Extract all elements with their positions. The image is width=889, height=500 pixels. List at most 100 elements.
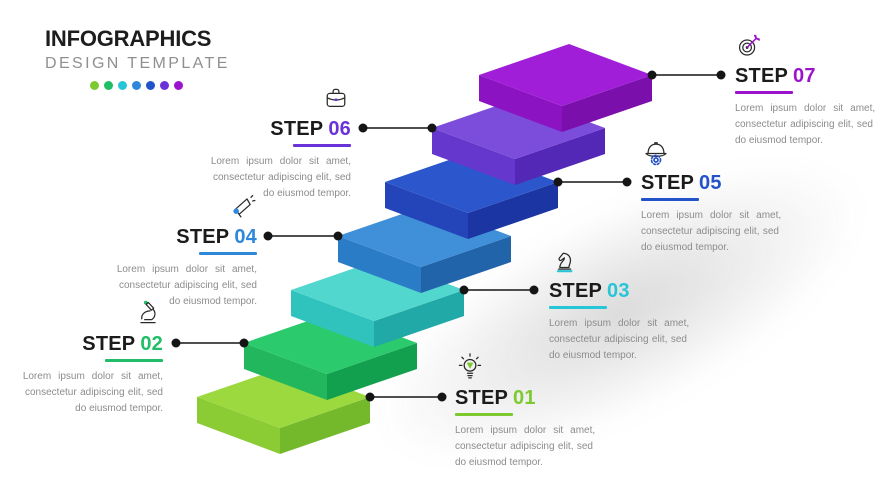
lorem-line: Lorem ipsum dolor sit amet, bbox=[116, 264, 257, 275]
slab-left-face bbox=[479, 75, 562, 132]
slab-left-face bbox=[197, 397, 280, 454]
palette-dot bbox=[104, 81, 113, 90]
step-description: Lorem ipsum dolor sit amet, consectetur … bbox=[549, 316, 707, 363]
connector-dot bbox=[553, 177, 563, 187]
page-subtitle: DESIGN TEMPLATE bbox=[45, 55, 230, 72]
lightbulb-icon bbox=[455, 352, 613, 382]
slab-left-face bbox=[432, 128, 515, 185]
step-word: STEP bbox=[735, 65, 789, 87]
target-dart-icon bbox=[735, 30, 889, 60]
connector-dot bbox=[427, 123, 437, 133]
step-underline bbox=[641, 198, 699, 201]
slab-left-face bbox=[338, 236, 421, 293]
slab-right-face bbox=[374, 290, 464, 347]
lorem-line: consectetur adipiscing elit, sed bbox=[455, 440, 593, 452]
lorem-line: do eiusmod tempor. bbox=[549, 349, 637, 361]
lorem-line: do eiusmod tempor. bbox=[641, 241, 729, 253]
lorem-line: do eiusmod tempor. bbox=[455, 456, 543, 468]
lorem-line: Lorem ipsum dolor sit amet, bbox=[549, 318, 690, 329]
step-word: STEP bbox=[176, 226, 230, 248]
palette-dot bbox=[132, 81, 141, 90]
step-description: Lorem ipsum dolor sit amet, consectetur … bbox=[735, 101, 889, 148]
microscope-icon bbox=[5, 298, 163, 328]
connector-dot bbox=[365, 392, 375, 402]
palette-dot bbox=[146, 81, 155, 90]
step-word: STEP bbox=[270, 118, 324, 140]
step-description: Lorem ipsum dolor sit amet, consectetur … bbox=[455, 423, 613, 470]
connector-dot bbox=[333, 231, 343, 241]
connector-dot bbox=[239, 338, 249, 348]
lorem-line: consectetur adipiscing elit, sed bbox=[735, 118, 873, 130]
step-underline bbox=[199, 252, 257, 255]
connector-dot bbox=[716, 70, 726, 80]
connector-dot bbox=[437, 392, 447, 402]
palette-dot bbox=[174, 81, 183, 90]
page-title: INFOGRAPHICS bbox=[45, 26, 212, 51]
step-number: 06 bbox=[328, 118, 351, 140]
connector-dot bbox=[459, 285, 469, 295]
step-number: 07 bbox=[793, 65, 816, 87]
palette-dot bbox=[90, 81, 99, 90]
step-word: STEP bbox=[455, 387, 509, 409]
hardhat-gear-icon bbox=[641, 137, 799, 167]
step-word: STEP bbox=[641, 172, 695, 194]
slab-right-face bbox=[515, 128, 605, 185]
step-number: 03 bbox=[607, 280, 630, 302]
step-underline bbox=[105, 359, 163, 362]
connector-dot bbox=[647, 70, 657, 80]
briefcase-icon bbox=[193, 83, 351, 113]
connector-dot bbox=[358, 123, 368, 133]
lorem-line: Lorem ipsum dolor sit amet, bbox=[455, 425, 596, 436]
connector-dot bbox=[171, 338, 181, 348]
lorem-line: consectetur adipiscing elit, sed bbox=[25, 386, 163, 398]
slab-left-face bbox=[291, 290, 374, 347]
slab-left-face bbox=[244, 343, 327, 400]
lorem-line: consectetur adipiscing elit, sed bbox=[549, 333, 687, 345]
step-number: 02 bbox=[140, 333, 163, 355]
step-description: Lorem ipsum dolor sit amet, consectetur … bbox=[193, 154, 351, 201]
step-number: 05 bbox=[699, 172, 722, 194]
step-underline bbox=[735, 91, 793, 94]
lorem-line: Lorem ipsum dolor sit amet, bbox=[22, 371, 163, 382]
step-underline bbox=[549, 306, 607, 309]
step-underline bbox=[293, 144, 351, 147]
header: INFOGRAPHICS DESIGN TEMPLATE bbox=[45, 26, 230, 73]
step-number: 04 bbox=[234, 226, 257, 248]
lorem-line: Lorem ipsum dolor sit amet, bbox=[210, 156, 351, 167]
lorem-line: do eiusmod tempor. bbox=[735, 134, 823, 146]
lorem-line: consectetur adipiscing elit, sed bbox=[119, 279, 257, 291]
step-07-slab bbox=[479, 44, 652, 132]
step-underline bbox=[455, 413, 513, 416]
connector-dot bbox=[529, 285, 539, 295]
slab-right-face bbox=[562, 75, 652, 132]
slab-left-face bbox=[385, 182, 468, 239]
lorem-line: consectetur adipiscing elit, sed bbox=[641, 225, 779, 237]
lorem-line: do eiusmod tempor. bbox=[263, 187, 351, 199]
connector-dot bbox=[263, 231, 273, 241]
lorem-line: Lorem ipsum dolor sit amet, bbox=[735, 103, 876, 114]
step-number: 01 bbox=[513, 387, 536, 409]
slab-right-face bbox=[468, 182, 558, 239]
connector-dots bbox=[171, 70, 726, 402]
lorem-line: do eiusmod tempor. bbox=[169, 295, 257, 307]
lorem-line: Lorem ipsum dolor sit amet, bbox=[641, 210, 782, 221]
lorem-line: do eiusmod tempor. bbox=[75, 402, 163, 414]
megaphone-icon bbox=[99, 191, 257, 221]
connectors bbox=[176, 74, 721, 398]
chess-knight-icon bbox=[549, 245, 707, 275]
palette-dot bbox=[160, 81, 169, 90]
slab-top-face bbox=[479, 44, 652, 106]
step-word: STEP bbox=[82, 333, 136, 355]
